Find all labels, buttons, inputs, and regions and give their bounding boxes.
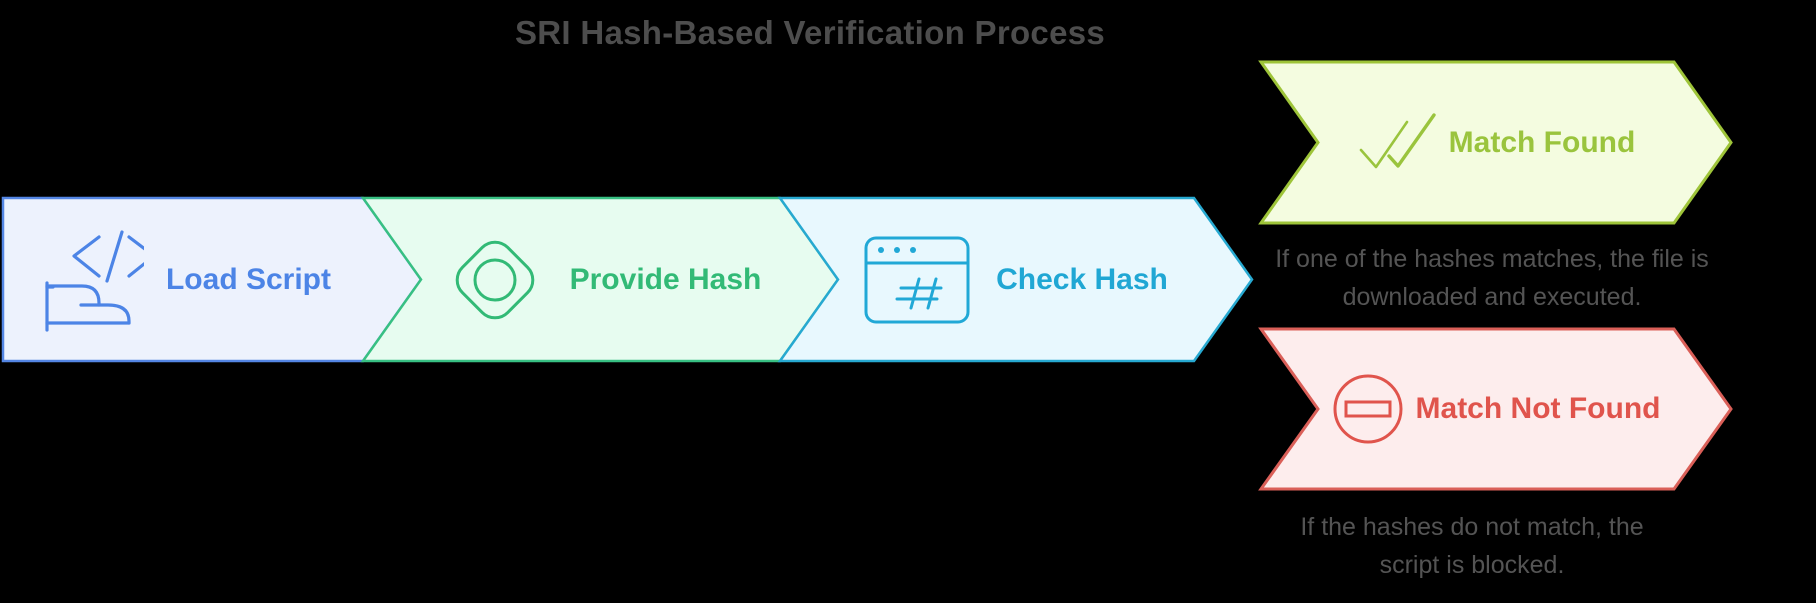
diagram-title: SRI Hash-Based Verification Process bbox=[514, 14, 1106, 51]
caption-line: downloaded and executed. bbox=[1342, 283, 1642, 311]
diamond-seal-icon bbox=[455, 240, 534, 319]
caption-line: If one of the hashes matches, the file i… bbox=[1275, 245, 1709, 273]
blocked-icon bbox=[1333, 374, 1403, 444]
step-label-provide-hash: Provide Hash bbox=[569, 262, 762, 296]
step-label-load-script: Load Script bbox=[165, 262, 331, 296]
caption-line: script is blocked. bbox=[1379, 551, 1565, 579]
step-check-hash: Check Hash bbox=[838, 198, 1194, 361]
step-provide-hash: Provide Hash bbox=[421, 198, 780, 361]
outcome-match-not-found: Match Not Found bbox=[1318, 329, 1674, 489]
caption-line: If the hashes do not match, the bbox=[1300, 513, 1644, 541]
outcome-label-match-found: Match Found bbox=[1448, 125, 1636, 159]
outcome-label-match-not-found: Match Not Found bbox=[1415, 392, 1661, 425]
double-check-icon bbox=[1359, 112, 1436, 168]
code-hand-icon bbox=[45, 229, 144, 332]
browser-hash-icon bbox=[864, 236, 970, 323]
outcome-caption-match-not-found: If the hashes do not match, the script i… bbox=[1242, 508, 1702, 584]
chevron-shape-match-found bbox=[1258, 60, 1733, 225]
step-load-script: Load Script bbox=[2, 198, 363, 361]
chevron-shape-match-not-found bbox=[1258, 327, 1733, 491]
outcome-caption-match-found: If one of the hashes matches, the file i… bbox=[1242, 240, 1742, 316]
outcome-match-found: Match Found bbox=[1318, 62, 1674, 223]
step-label-check-hash: Check Hash bbox=[996, 262, 1168, 296]
